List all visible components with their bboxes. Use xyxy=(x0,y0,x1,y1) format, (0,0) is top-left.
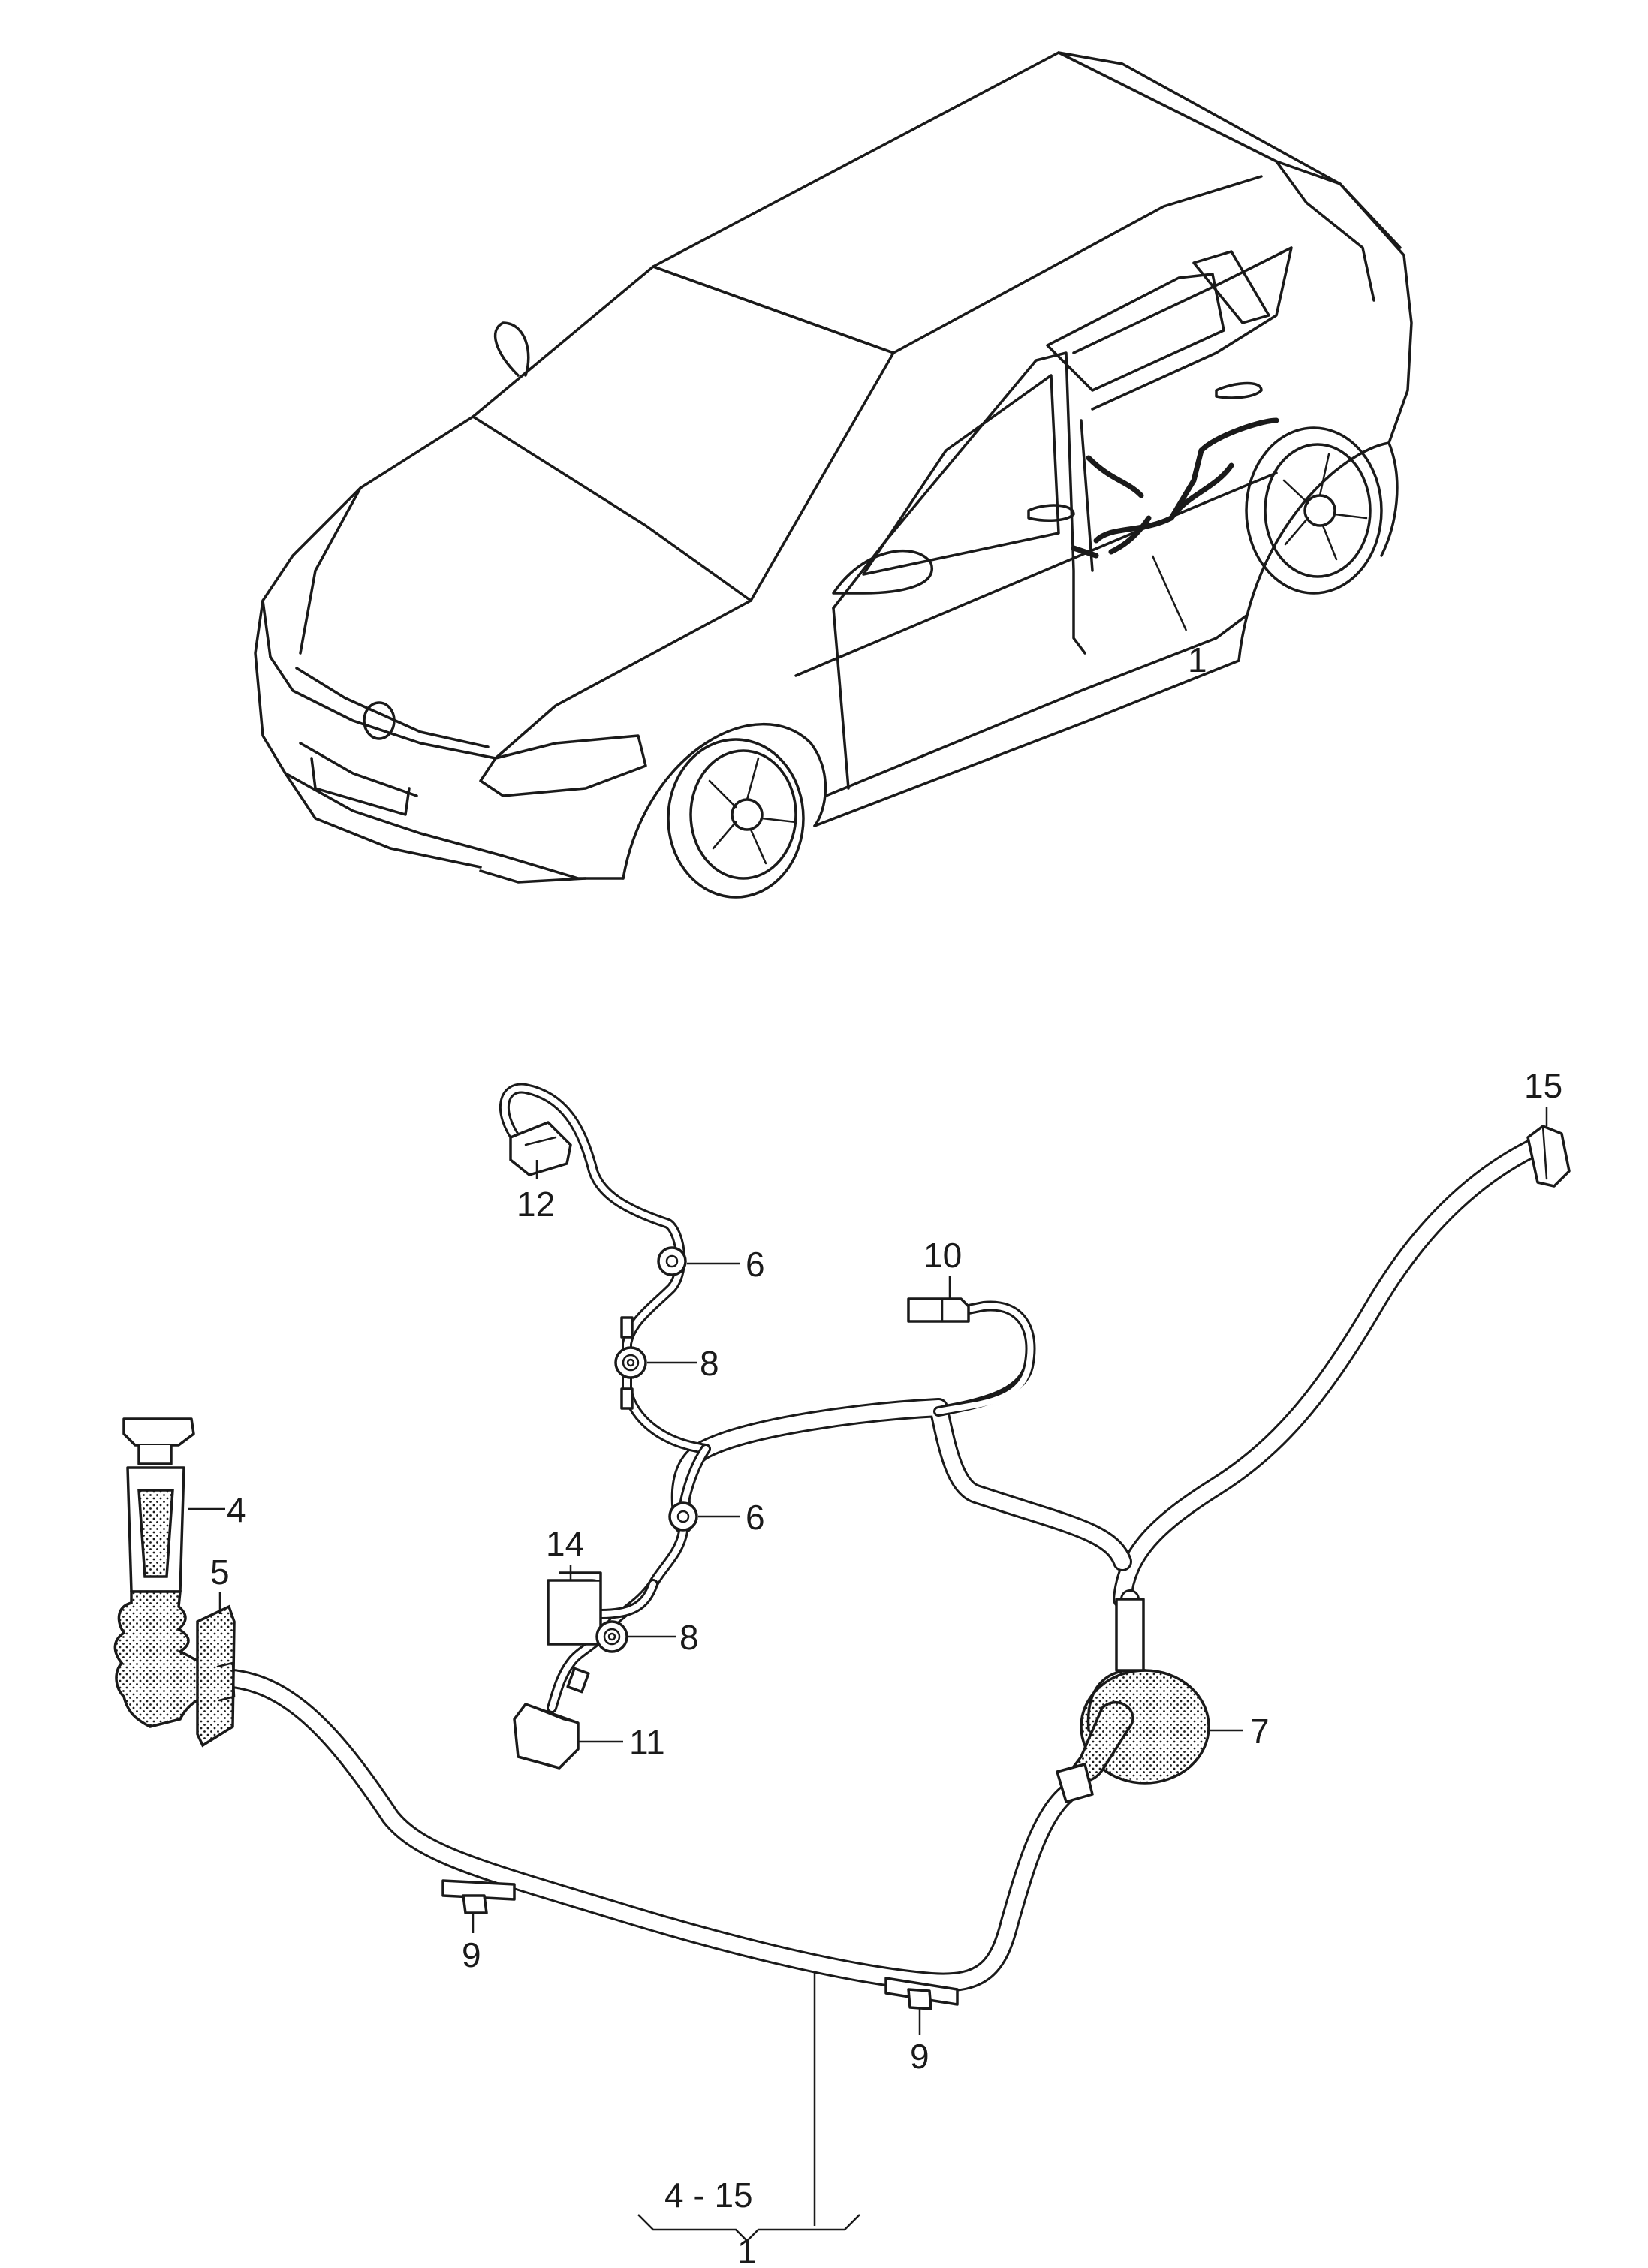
part-8-grommet-upper xyxy=(614,1316,647,1410)
part-15-connector xyxy=(1526,1125,1571,1188)
callout-8-upper: 8 xyxy=(700,1344,719,1383)
part-9-clip-left xyxy=(441,1879,516,1914)
callout-9-left: 9 xyxy=(462,1935,481,1974)
callout-7: 7 xyxy=(1250,1712,1270,1751)
callout-15: 15 xyxy=(1524,1066,1562,1105)
callout-12: 12 xyxy=(517,1185,555,1224)
callout-6-lower: 6 xyxy=(746,1498,765,1537)
callout-6-upper: 6 xyxy=(746,1245,765,1284)
wiring-harness xyxy=(215,1083,1541,1992)
callout-5: 5 xyxy=(210,1553,230,1592)
car-illustration xyxy=(254,51,1413,899)
part-12-connector xyxy=(509,1121,572,1176)
part-10-connector xyxy=(907,1297,970,1323)
callout-1-car: 1 xyxy=(1188,640,1207,679)
callout-9-right: 9 xyxy=(910,2037,929,2076)
callout-1-bottom: 1 xyxy=(737,2232,757,2268)
part-6-ring-lower xyxy=(668,1501,698,1532)
callout-leaders xyxy=(188,1107,1548,2226)
callout-10: 10 xyxy=(923,1236,962,1275)
callout-range: 4 - 15 xyxy=(664,2176,753,2215)
part-11-connector xyxy=(513,1703,580,1770)
part-14-connector xyxy=(547,1571,602,1646)
callout-14: 14 xyxy=(546,1524,584,1563)
part-8-grommet-lower xyxy=(566,1620,628,1694)
callout-11: 11 xyxy=(629,1723,665,1762)
part-9-clip-right xyxy=(884,1977,959,2010)
part-4-connector xyxy=(122,1417,195,1593)
part-5-bellows xyxy=(113,1590,236,1748)
leader-1-car xyxy=(1151,555,1188,631)
part-7-grommet xyxy=(1056,1598,1210,1803)
callout-8-lower: 8 xyxy=(679,1618,699,1657)
callout-4: 4 xyxy=(227,1490,246,1529)
part-6-ring-upper xyxy=(657,1246,687,1276)
